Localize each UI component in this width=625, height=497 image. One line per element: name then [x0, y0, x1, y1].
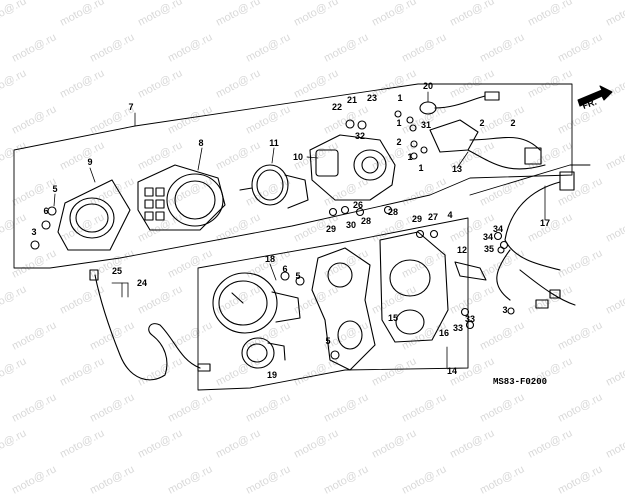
front-label: FR. — [581, 97, 598, 111]
right-wire-harness — [496, 171, 576, 309]
leader-lines — [53, 91, 546, 369]
upper-wire-harness — [419, 91, 546, 170]
watermark-text: moto@.ru — [88, 463, 137, 497]
callout-21: 21 — [347, 95, 357, 105]
watermark-text: moto@.ru — [10, 463, 59, 497]
watermark-text: moto@.ru — [322, 463, 371, 497]
tachometer-unit — [239, 164, 309, 209]
callout-24: 24 — [137, 278, 147, 288]
callout-31: 31 — [421, 120, 431, 130]
callout-9: 9 — [87, 157, 92, 167]
callout-2b: 2 — [479, 118, 484, 128]
callout-1c: 1 — [407, 152, 412, 162]
lower-assembly-outline — [197, 217, 469, 391]
callout-4: 4 — [447, 210, 452, 220]
callout-1d: 1 — [418, 163, 423, 173]
callout-10: 10 — [293, 152, 303, 162]
callout-14: 14 — [447, 366, 457, 376]
watermark-text: moto@.ru — [478, 463, 527, 497]
diagram-code: MS83-F0200 — [493, 377, 547, 387]
callout-28b: 28 — [388, 207, 398, 217]
callout-5a: 5 — [52, 184, 57, 194]
callout-25: 25 — [112, 266, 122, 276]
callout-6b: 6 — [282, 264, 287, 274]
callout-13: 13 — [452, 164, 462, 174]
callout-23: 23 — [367, 93, 377, 103]
callout-32: 32 — [355, 131, 365, 141]
callout-27: 27 — [428, 212, 438, 222]
watermark-text: moto@.ru — [400, 463, 449, 497]
callout-5b: 5 — [295, 271, 300, 281]
callout-33b: 33 — [465, 314, 475, 324]
callout-29b: 29 — [412, 214, 422, 224]
callout-5c: 5 — [325, 336, 330, 346]
instrument-housing — [309, 134, 396, 201]
callout-17: 17 — [540, 218, 550, 228]
watermark-text: moto@.ru — [244, 463, 293, 497]
watermark-text: moto@.ru — [166, 463, 215, 497]
meter-cover-plate — [57, 179, 131, 251]
callout-16: 16 — [439, 328, 449, 338]
callout-34b: 34 — [493, 224, 503, 234]
callout-15: 15 — [388, 313, 398, 323]
callout-2a: 2 — [396, 137, 401, 147]
callout-34a: 34 — [483, 232, 493, 242]
meter-gasket — [311, 247, 376, 371]
exploded-parts-diagram: 7 9 8 11 10 5 6 3 18 6 5 25 24 19 5 14 1… — [13, 81, 613, 391]
watermark-text: moto@.ru — [556, 463, 605, 497]
callout-30: 30 — [346, 220, 356, 230]
speedometer — [212, 272, 301, 334]
callout-11: 11 — [269, 138, 279, 148]
callout-19: 19 — [267, 370, 277, 380]
callout-7: 7 — [128, 102, 133, 112]
upper-assembly-outline — [13, 83, 573, 269]
callout-labels: 7 9 8 11 10 5 6 3 18 6 5 25 24 19 5 14 1… — [31, 81, 550, 380]
callout-28: 28 — [361, 216, 371, 226]
callout-3b: 3 — [502, 305, 507, 315]
callout-29a: 29 — [326, 224, 336, 234]
callout-26: 26 — [353, 200, 363, 210]
meter-case — [137, 164, 226, 231]
hardware-parts — [30, 110, 515, 360]
callout-35: 35 — [484, 244, 494, 254]
callout-3a: 3 — [31, 227, 36, 237]
speedometer-cable — [89, 269, 211, 381]
callout-8: 8 — [198, 138, 203, 148]
bulb-socket — [454, 261, 487, 281]
meter-base — [379, 231, 449, 343]
callout-6a: 6 — [43, 206, 48, 216]
callout-22: 22 — [332, 102, 342, 112]
callout-18: 18 — [265, 254, 275, 264]
callout-12: 12 — [457, 245, 467, 255]
front-arrow-icon — [577, 85, 613, 107]
callout-1a: 1 — [397, 93, 402, 103]
harness-outline — [469, 164, 591, 196]
callout-1b: 1 — [396, 118, 401, 128]
callout-20: 20 — [423, 81, 433, 91]
callout-2c: 2 — [510, 118, 515, 128]
small-gauge — [241, 337, 286, 369]
callout-33a: 33 — [453, 323, 463, 333]
